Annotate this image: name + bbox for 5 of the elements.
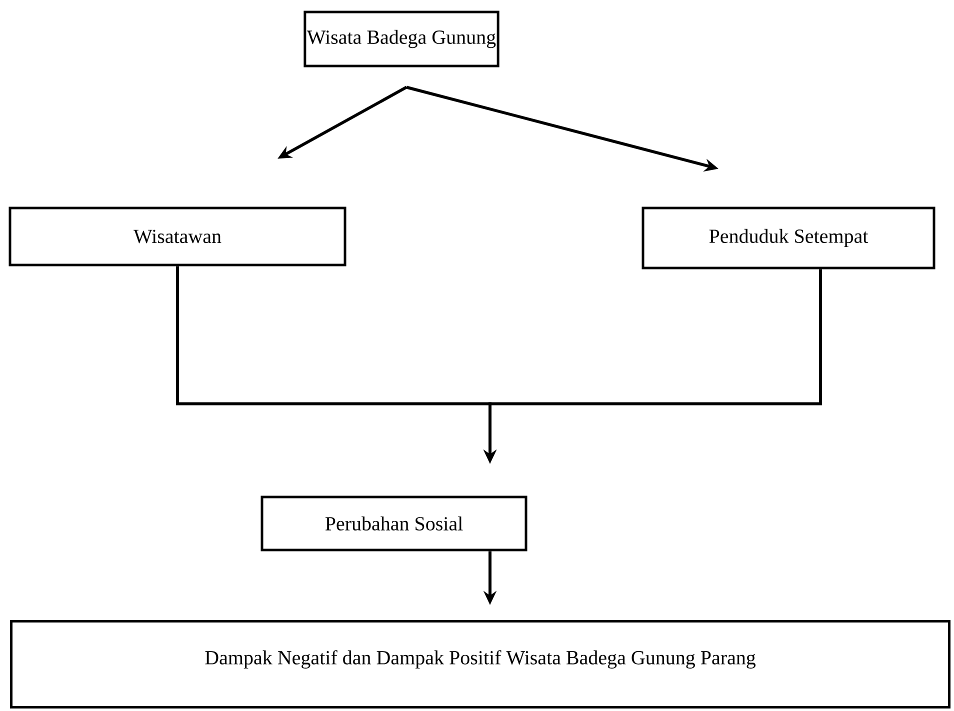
process-box: Perubahan Sosial	[260, 496, 528, 552]
process-box: Penduduk Setempat	[642, 206, 936, 270]
process-box: Dampak Negatif dan Dampak Positif Wisata Badega Gunung Parang	[10, 620, 950, 708]
process-box: Wisata Badega Gunung	[304, 10, 500, 68]
process-box: Wisatawan	[8, 206, 346, 266]
